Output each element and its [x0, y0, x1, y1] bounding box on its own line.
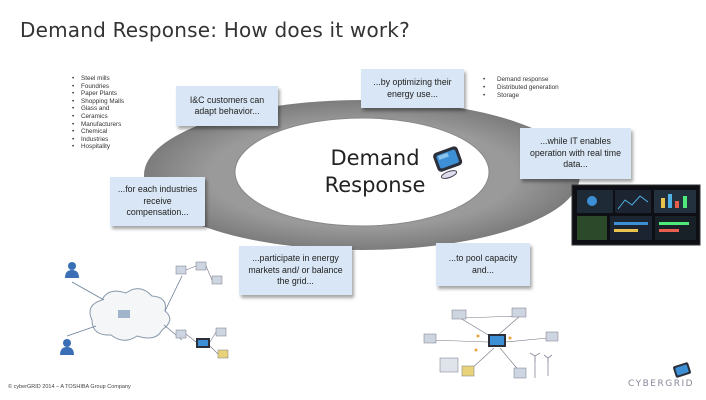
list-item: Industries: [72, 136, 124, 144]
person-icon: [65, 262, 79, 278]
list-item: Shopping Malls: [72, 98, 124, 106]
list-item: Ceramics: [72, 113, 124, 121]
list-item: Storage: [483, 92, 559, 100]
bubble-optimizing: ...by optimizing their energy use...: [361, 69, 464, 108]
list-item: Demand response: [483, 76, 559, 84]
bubble-it-enables: ...while IT enables operation with real …: [520, 128, 631, 179]
brand-logo-text: CYBERGRID: [628, 379, 695, 389]
person-icon: [60, 339, 74, 355]
inner-ellipse: [234, 117, 490, 227]
bubble-pool: ...to pool capacity and...: [436, 243, 530, 286]
list-item: Distributed generation: [483, 84, 559, 92]
industry-list: Steel mills Foundries Paper Plants Shopp…: [72, 75, 124, 151]
resource-list: Demand response Distributed generation S…: [483, 76, 559, 101]
center-label-line2: Response: [324, 173, 426, 197]
center-label: Demand Response: [300, 145, 450, 199]
bubble-customers: I&C customers can adapt behavior...: [176, 86, 278, 126]
center-label-line1: Demand: [330, 146, 420, 170]
list-item: Glass and: [72, 105, 124, 113]
list-item: Paper Plants: [72, 90, 124, 98]
footer-copyright: © cyberGRID 2014 – A TOSHIBA Group Compa…: [8, 384, 131, 390]
bubble-participate: ...participate in energy markets and/ or…: [239, 246, 352, 295]
list-item: Foundries: [72, 83, 124, 91]
slide-title: Demand Response: How does it work?: [20, 18, 410, 42]
list-item: Hospitality: [72, 143, 124, 151]
list-item: Manufacturers: [72, 121, 124, 129]
bubble-compensation: ...for each industries receive compensat…: [110, 177, 205, 226]
list-item: Chemical: [72, 128, 124, 136]
list-item: Steel mills: [72, 75, 124, 83]
